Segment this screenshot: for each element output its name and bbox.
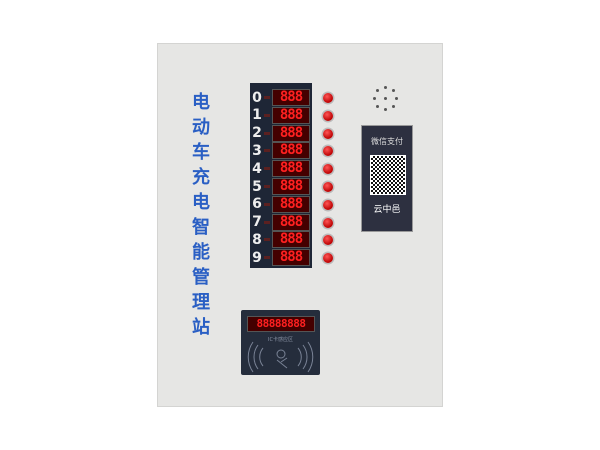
- channel-row: 3 888: [250, 142, 312, 160]
- channel-indicator-led: [323, 253, 333, 264]
- speaker-hole: [395, 97, 398, 100]
- channel-display: 888: [272, 231, 310, 249]
- channel-row: 0 888: [250, 89, 312, 106]
- channel-indicator-led: [323, 110, 333, 121]
- channel-number: 5: [252, 178, 262, 195]
- channel-display: 888: [272, 249, 310, 267]
- channel-number: 2: [252, 125, 262, 142]
- channel-number: 1: [252, 107, 262, 124]
- channel-display: 888: [272, 178, 310, 195]
- contactless-icon: [247, 341, 314, 373]
- payment-label: 微信支付: [371, 137, 403, 146]
- channel-indicator-led: [323, 199, 333, 210]
- payment-brand: 云中邑: [373, 205, 401, 215]
- channel-indicator-led: [323, 128, 333, 139]
- channel-indicator-led: [323, 217, 333, 228]
- channel-number: 7: [252, 214, 262, 231]
- channel-display: 888: [272, 142, 310, 160]
- arrow-icon: [264, 185, 270, 188]
- speaker-hole: [384, 97, 387, 100]
- channel-indicator-led: [323, 235, 333, 246]
- channel-display: 888: [272, 160, 310, 178]
- channel-number: 9: [252, 249, 262, 266]
- card-reader-label: IC卡感应区: [268, 337, 293, 343]
- speaker-hole: [384, 86, 387, 89]
- arrow-icon: [264, 256, 270, 260]
- channel-row: 5 888: [250, 178, 312, 195]
- channel-indicator-led: [323, 182, 333, 192]
- arrow-icon: [264, 96, 270, 99]
- channel-display: 888: [272, 89, 310, 106]
- channel-number: 4: [252, 160, 262, 177]
- arrow-icon: [264, 238, 270, 242]
- arrow-icon: [264, 131, 270, 135]
- card-reader-display: 88888888: [247, 316, 315, 332]
- speaker-hole: [376, 104, 380, 108]
- channel-indicator-led: [323, 93, 333, 103]
- channel-row: 7 888: [250, 213, 312, 231]
- channel-row: 9 888: [250, 249, 312, 267]
- wechat-pay-plate: 微信支付 云中邑: [361, 125, 413, 232]
- speaker-hole: [376, 89, 380, 93]
- channel-row: 4 888: [250, 160, 312, 178]
- station-title: 电动车充电智能管理站: [192, 92, 210, 338]
- arrow-icon: [264, 113, 270, 117]
- channel-number: 0: [252, 89, 262, 106]
- channel-row: 6 888: [250, 195, 312, 213]
- channel-number: 8: [252, 231, 262, 248]
- arrow-icon: [264, 167, 270, 171]
- channel-display: 888: [272, 195, 310, 213]
- speaker-hole: [373, 97, 376, 100]
- speaker-hole: [384, 108, 387, 111]
- speaker-hole: [391, 89, 395, 93]
- qr-code: [370, 155, 406, 195]
- channel-display: 888: [272, 213, 310, 231]
- arrow-icon: [264, 220, 270, 224]
- speaker-hole: [391, 104, 395, 108]
- ic-card-reader[interactable]: 88888888 IC卡感应区: [241, 310, 320, 375]
- channel-indicator-led: [323, 146, 333, 157]
- arrow-icon: [264, 149, 270, 153]
- arrow-icon: [264, 202, 270, 206]
- channel-row: 2 888: [250, 124, 312, 142]
- channel-display: 888: [272, 106, 310, 124]
- channel-number: 6: [252, 196, 262, 213]
- channel-number: 3: [252, 142, 262, 159]
- channel-display: 888: [272, 124, 310, 142]
- channel-indicator-led: [323, 164, 333, 175]
